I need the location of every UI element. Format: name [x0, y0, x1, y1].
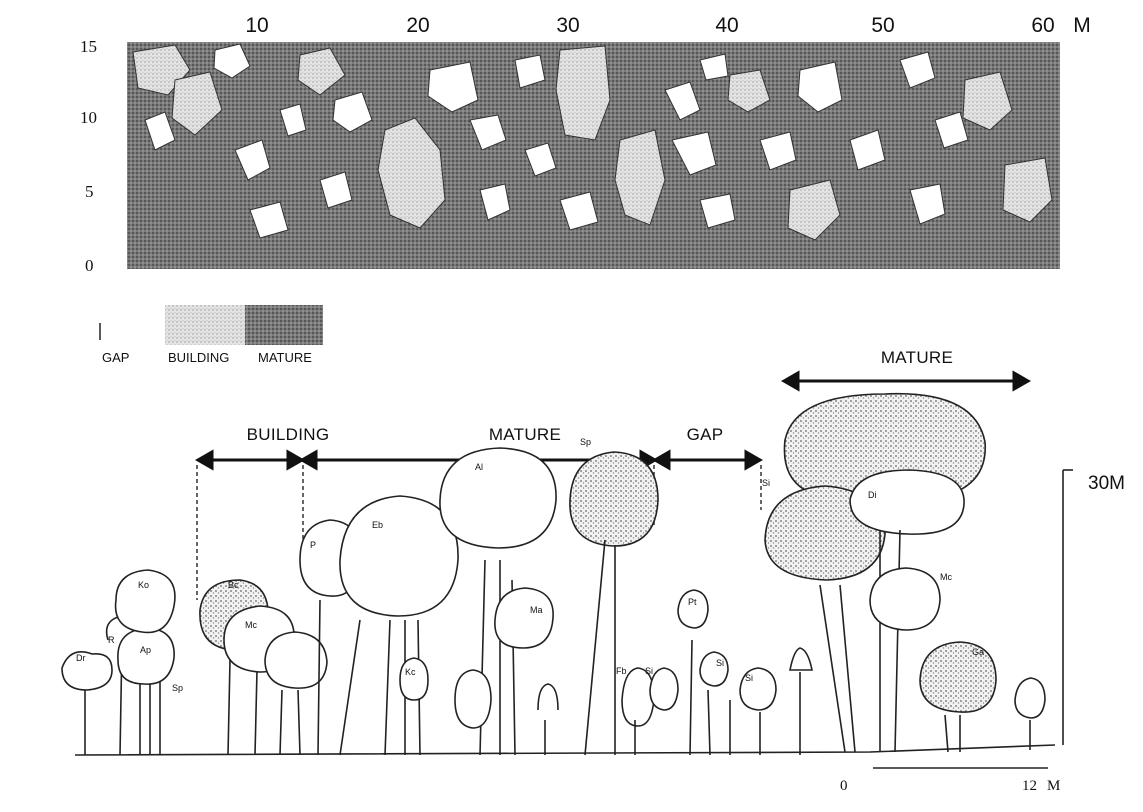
- phase-label-mature: MATURE: [489, 425, 561, 445]
- legend-building-label: BUILDING: [168, 350, 229, 365]
- x-tick: 50: [871, 14, 894, 38]
- species-code: Dr: [76, 653, 86, 663]
- species-code: Si: [645, 666, 653, 676]
- phase-label-gap: GAP: [687, 425, 724, 445]
- species-code: Ga: [972, 647, 984, 657]
- species-code: Sp: [172, 683, 183, 693]
- species-code: Fb: [616, 666, 627, 676]
- scale-end: 12: [1022, 778, 1037, 795]
- species-code: Kc: [405, 667, 416, 677]
- species-code: Si: [762, 478, 770, 488]
- species-code: Ma: [530, 605, 543, 615]
- species-code: Si: [716, 658, 724, 668]
- x-tick: 30: [556, 14, 579, 38]
- species-code: Mc: [245, 620, 257, 630]
- y-tick: 15: [80, 37, 97, 57]
- legend-mature-label: MATURE: [258, 350, 312, 365]
- legend-gap-label: GAP: [102, 350, 129, 365]
- x-tick: 40: [715, 14, 738, 38]
- ground-line: [75, 745, 1055, 755]
- species-code: Mc: [940, 572, 952, 582]
- legend-swatches: [97, 305, 323, 345]
- species-code: Bc: [228, 580, 239, 590]
- species-code: Di: [868, 490, 877, 500]
- phase-label-building: BUILDING: [247, 425, 330, 445]
- y-tick: 10: [80, 108, 97, 128]
- tree-profile: [62, 394, 1073, 755]
- species-code: Si: [745, 673, 753, 683]
- species-code: Ko: [138, 580, 149, 590]
- scale-unit: M: [1047, 778, 1060, 795]
- x-tick: 20: [406, 14, 429, 38]
- x-tick: 10: [245, 14, 268, 38]
- species-code: P: [310, 540, 316, 550]
- legend-building-swatch: [165, 305, 245, 345]
- legend-gap-swatch: [97, 305, 165, 345]
- height-label: 30M: [1088, 473, 1125, 495]
- species-code: Eb: [372, 520, 383, 530]
- species-code: Ap: [140, 645, 151, 655]
- legend-mature-swatch: [245, 305, 323, 345]
- phase-label-mature-top: MATURE: [881, 348, 953, 368]
- species-code: Pt: [688, 597, 697, 607]
- x-tick: 60: [1031, 14, 1054, 38]
- species-code: Al: [475, 462, 483, 472]
- scale-start: 0: [840, 778, 848, 795]
- y-tick: 5: [85, 182, 94, 202]
- species-code: R: [108, 635, 115, 645]
- species-code: Sp: [580, 437, 591, 447]
- x-unit: M: [1073, 14, 1091, 38]
- y-tick: 0: [85, 256, 94, 276]
